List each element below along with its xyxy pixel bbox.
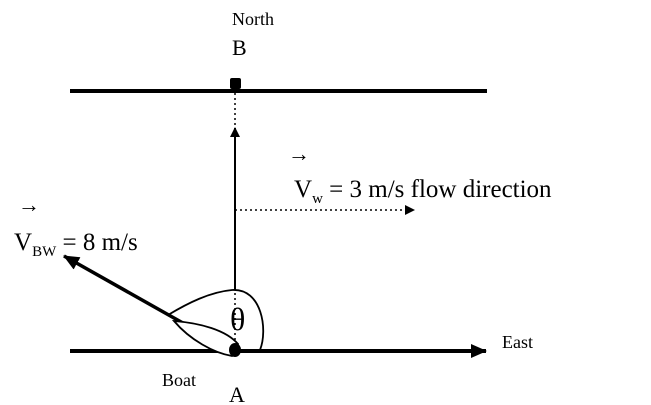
water-velocity-label: Vw = 3 m/s flow direction (294, 176, 552, 207)
point-b-label: B (232, 35, 247, 60)
boat-label: Boat (162, 370, 196, 390)
boat-vector-arrow-symbol: → (18, 192, 40, 217)
theta-label: θ (230, 301, 245, 337)
east-label: East (502, 332, 533, 352)
theta-angle-arc (167, 289, 265, 351)
boat-velocity-label: VBW = 8 m/s (14, 229, 138, 260)
north-label: North (232, 9, 274, 29)
point-a-label: A (229, 382, 245, 405)
point-b-marker (230, 78, 241, 89)
boat-velocity-vector (63, 254, 191, 329)
point-a-marker (229, 343, 241, 357)
water-vector-arrow-symbol: → (288, 141, 310, 166)
